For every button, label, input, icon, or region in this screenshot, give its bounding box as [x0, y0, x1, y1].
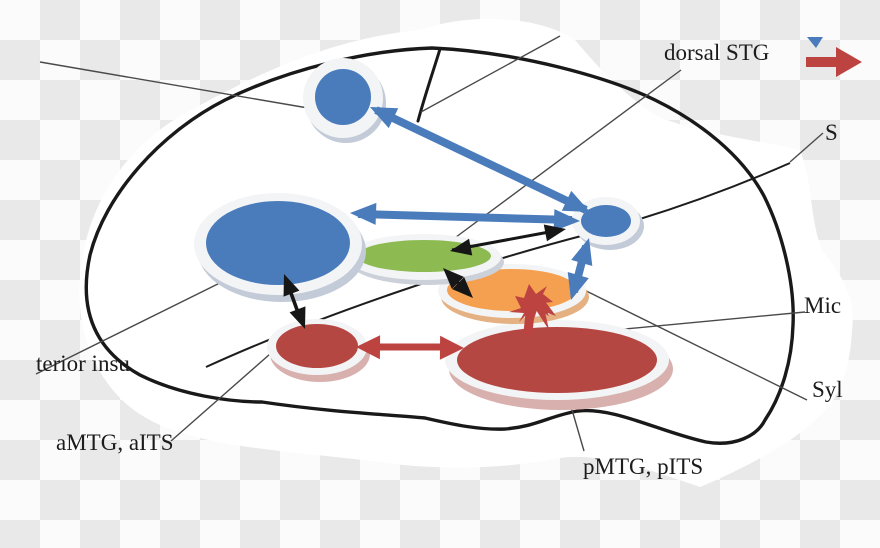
- black-arrow-green-orange: [443, 268, 473, 298]
- legend: [806, 37, 862, 77]
- black-arrow-green-node: [450, 224, 566, 256]
- node-green-ellipse: [347, 234, 504, 285]
- red-arrow-bigred-orange: [509, 284, 556, 335]
- label-syl-partial: Syl: [812, 377, 843, 402]
- legend-red-arrow-icon: [806, 47, 862, 77]
- red-arrows: [356, 284, 556, 360]
- leader-syl-label: [561, 278, 808, 401]
- label-dorsal-stg: dorsal STG: [664, 40, 769, 65]
- leader-topleft-cutoff: [39, 61, 309, 109]
- label-pmtg: pMTG, pITS: [583, 454, 703, 479]
- node-top-blue-circle: [303, 58, 386, 143]
- node-left-blue-ellipse: [194, 193, 366, 302]
- leader-top-cutoff: [420, 35, 561, 113]
- node-small-red-ellipse-amtg: [267, 319, 370, 382]
- blue-arrow-circle-node: [370, 106, 590, 214]
- blue-arrow-bigblue-node: [350, 202, 580, 232]
- blue-arrow-node-orange: [567, 238, 593, 300]
- leader-mic-label: [603, 311, 806, 332]
- label-insula-partial: terior insu: [36, 351, 130, 376]
- black-arrows: [283, 224, 566, 329]
- node-right-blue-ellipse-dorsal-stg: [572, 197, 644, 250]
- label-amtg: aMTG, aITS: [56, 430, 174, 455]
- leader-insula-label: [35, 272, 241, 375]
- label-s-partial: S: [825, 120, 838, 145]
- brain-outline: [84, 46, 795, 445]
- node-large-red-ellipse-pmtg: [445, 320, 673, 410]
- black-arrow-bigblue-smallred: [283, 274, 306, 329]
- central-sulcus-line: [416, 47, 442, 123]
- legend-blue-arrow-icon: [807, 37, 823, 48]
- blue-arrows: [350, 106, 593, 300]
- label-mic-partial: Mic: [804, 293, 841, 318]
- leader-amtg-label: [170, 346, 279, 442]
- leader-s-label: [789, 132, 824, 163]
- red-arrow-smallred-bigred: [356, 335, 464, 360]
